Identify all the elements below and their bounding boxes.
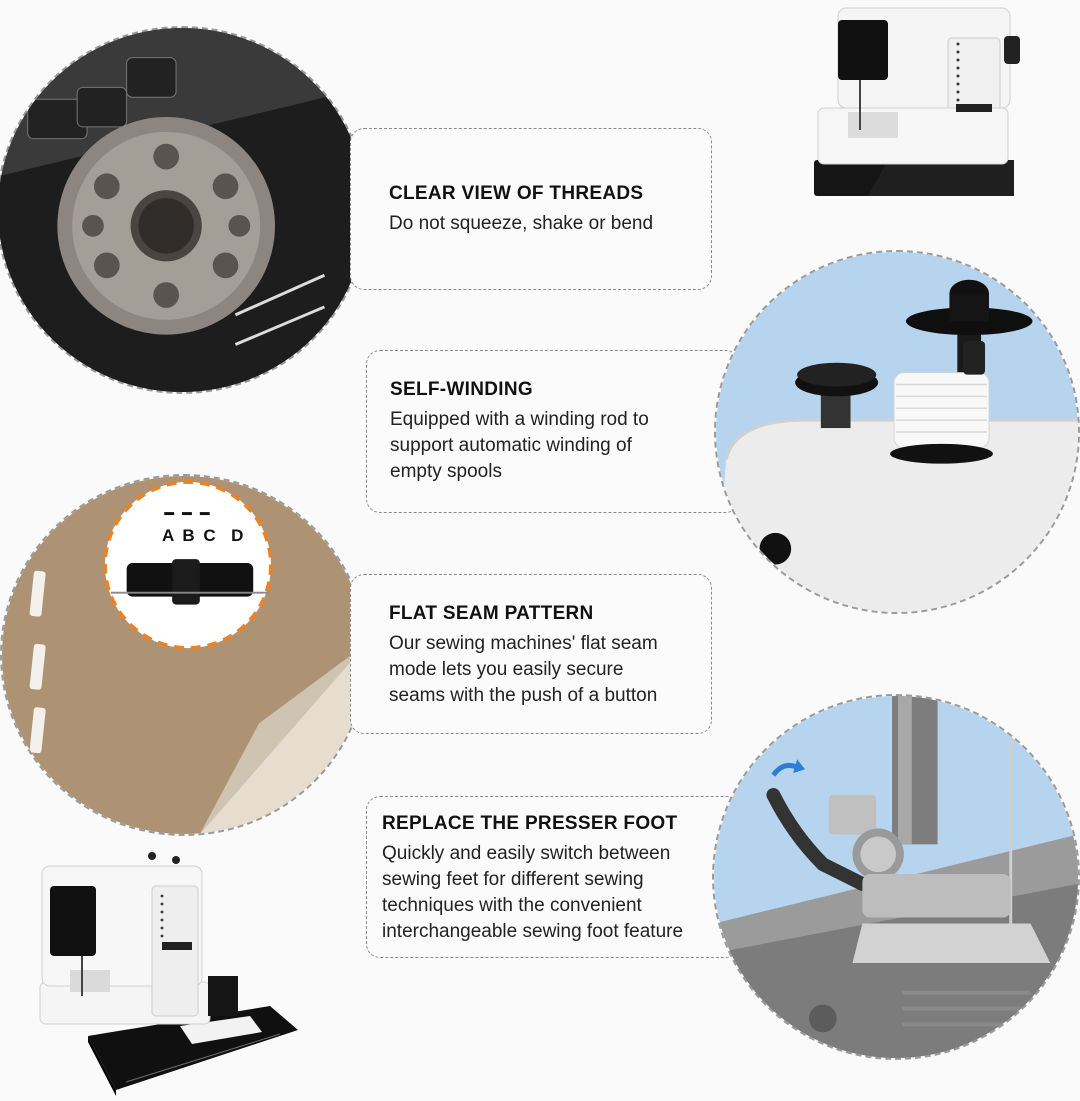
feature-title-presser-foot: REPLACE THE PRESSER FOOT xyxy=(382,813,678,834)
winding-spool-circle xyxy=(714,250,1080,614)
feature-card-flat-seam: FLAT SEAM PATTERN Our sewing machines' f… xyxy=(350,574,712,734)
feature-desc-presser-foot-line-4: interchangeable sewing foot feature xyxy=(382,921,684,942)
feature-card-threads: CLEAR VIEW OF THREADS Do not squeeze, sh… xyxy=(350,128,712,290)
feature-desc-self-winding-line-1: Equipped with a winding rod to xyxy=(390,409,649,430)
feature-desc-self-winding: Equipped with a winding rod to support a… xyxy=(390,407,739,485)
stitch-selector-labels: A B C D xyxy=(162,526,246,545)
feature-desc-threads-line-1: Do not squeeze, shake or bend xyxy=(389,213,654,234)
bobbin-closeup-circle xyxy=(0,26,368,394)
feature-desc-self-winding-line-2: support automatic winding of xyxy=(390,435,632,456)
feature-desc-threads: Do not squeeze, shake or bend xyxy=(389,211,711,237)
feature-title-self-winding: SELF-WINDING xyxy=(390,379,533,400)
bobbin-closeup-icon xyxy=(0,28,366,392)
feature-desc-presser-foot-line-3: techniques with the convenient xyxy=(382,895,642,916)
feature-desc-presser-foot-line-1: Quickly and easily switch between xyxy=(382,843,671,864)
feature-desc-flat-seam: Our sewing machines' flat seam mode lets… xyxy=(389,631,711,709)
feature-desc-flat-seam-line-1: Our sewing machines' flat seam xyxy=(389,633,658,654)
sewing-machine-extension-table-icon xyxy=(39,852,298,1096)
feature-desc-flat-seam-line-3: seams with the push of a button xyxy=(389,685,658,706)
feature-title-threads: CLEAR VIEW OF THREADS xyxy=(389,183,644,204)
stitch-selector-icon xyxy=(2,476,366,834)
sewing-machine-top-image xyxy=(808,0,1040,200)
feature-card-presser-foot: REPLACE THE PRESSER FOOT Quickly and eas… xyxy=(366,796,740,958)
feature-title-flat-seam: FLAT SEAM PATTERN xyxy=(389,603,594,624)
presser-foot-icon xyxy=(714,696,1078,1058)
feature-desc-self-winding-line-3: empty spools xyxy=(390,461,502,482)
sewing-machine-icon xyxy=(814,7,1020,196)
feature-desc-presser-foot: Quickly and easily switch between sewing… xyxy=(382,841,739,945)
feature-desc-flat-seam-line-2: mode lets you easily secure xyxy=(389,659,624,680)
feature-desc-presser-foot-line-2: sewing feet for different sewing xyxy=(382,869,644,890)
presser-foot-circle xyxy=(712,694,1080,1060)
winding-spool-icon xyxy=(716,252,1078,612)
stitch-selector-circle: A B C D xyxy=(0,474,368,836)
feature-card-self-winding: SELF-WINDING Equipped with a winding rod… xyxy=(366,350,740,513)
sewing-machine-bottom-image xyxy=(30,846,305,1096)
